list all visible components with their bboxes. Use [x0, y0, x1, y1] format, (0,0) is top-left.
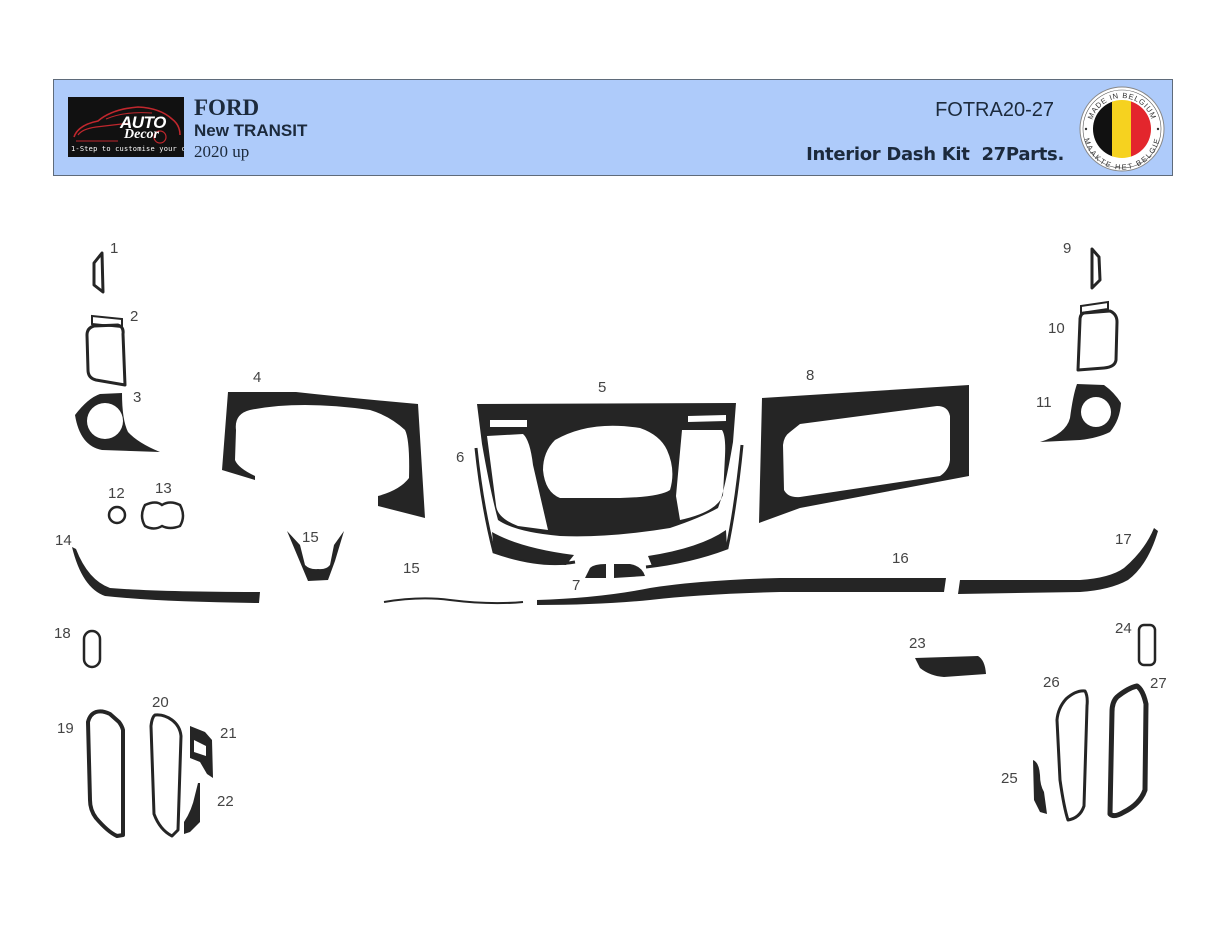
part-2-vent-surround — [85, 314, 127, 387]
part-19-door-panel-trim — [86, 709, 125, 838]
part-label-10: 10 — [1048, 320, 1065, 337]
part-label-13: 13 — [155, 480, 172, 497]
part-label-6: 6 — [456, 449, 464, 466]
part-label-7: 7 — [572, 577, 580, 594]
part-label-4: 4 — [253, 369, 261, 386]
part-label-9: 9 — [1063, 240, 1071, 257]
part-label-14: 14 — [55, 532, 72, 549]
part-22-door-handle-trim — [184, 783, 200, 834]
kit-description: Interior Dash Kit 27Parts. — [806, 144, 1064, 165]
part-21-window-switch-trim — [190, 726, 213, 778]
logo-decor-text: Decor — [124, 127, 159, 142]
part-13-switch-trim — [140, 501, 185, 530]
part-label-18: 18 — [54, 625, 71, 642]
part-label-3: 3 — [133, 389, 141, 406]
part-18-small-oval-trim — [82, 629, 102, 669]
part-1-vent-trim — [92, 251, 105, 294]
part-10-vent-surround — [1076, 300, 1119, 372]
part-label-12: 12 — [108, 485, 125, 502]
part-label-26: 26 — [1043, 674, 1060, 691]
vehicle-model: New TRANSIT — [194, 121, 308, 140]
part-label-22: 22 — [217, 793, 234, 810]
part-7-hazard-button-trim — [585, 564, 645, 578]
part-26-door-panel-trim — [1055, 689, 1089, 822]
part-15-thin-strip — [383, 597, 524, 605]
car-outline-icon — [73, 106, 181, 144]
part-label-16: 16 — [892, 550, 909, 567]
part-label-1: 1 — [110, 240, 118, 257]
part-label-15b: 15 — [403, 560, 420, 577]
part-label-21: 21 — [220, 725, 237, 742]
product-header: AUTO Decor 1-Step to customise your car … — [53, 79, 1173, 176]
part-27-door-panel-trim — [1107, 683, 1149, 819]
logo-tagline: 1-Step to customise your car — [71, 145, 184, 153]
part-8-right-dash-panel — [759, 385, 969, 523]
part-label-23: 23 — [909, 635, 926, 652]
part-5-center-console-panel — [477, 403, 736, 537]
part-12-ring-trim — [107, 505, 127, 525]
part-16-long-dash-strip — [537, 578, 946, 605]
part-15-steering-column-trim — [287, 531, 344, 581]
part-label-19: 19 — [57, 720, 74, 737]
vehicle-year: 2020 up — [194, 142, 250, 161]
part-20-door-panel-trim — [149, 713, 183, 838]
part-label-27: 27 — [1150, 675, 1167, 692]
made-in-belgium-badge-icon: MADE IN BELGIUM MAAKTE HET BELGIE — [1079, 86, 1165, 172]
part-label-8: 8 — [806, 367, 814, 384]
part-label-11: 11 — [1036, 394, 1052, 411]
part-14-lower-left-strip — [72, 547, 260, 603]
part-label-2: 2 — [130, 308, 138, 325]
part-9-vent-trim — [1090, 247, 1102, 290]
product-code: FOTRA20-27 — [935, 99, 1054, 121]
part-label-5: 5 — [598, 379, 606, 396]
part-4-cluster-surround — [222, 392, 425, 518]
auto-decor-logo: AUTO Decor 1-Step to customise your car — [68, 97, 184, 157]
part-6-console-side-strips — [474, 444, 744, 569]
part-17-right-curved-strip — [958, 528, 1158, 594]
part-23-glovebox-trim — [915, 656, 986, 677]
part-25-door-handle-trim — [1033, 760, 1047, 814]
part-3-round-vent-plate — [75, 393, 160, 452]
part-label-24: 24 — [1115, 620, 1132, 637]
part-label-25: 25 — [1001, 770, 1018, 787]
part-label-15a: 15 — [302, 529, 319, 546]
part-11-round-vent-plate — [1040, 384, 1121, 442]
logo-auto-text: AUTO — [120, 113, 166, 132]
part-label-17: 17 — [1115, 531, 1132, 548]
part-label-20: 20 — [152, 694, 169, 711]
vehicle-brand: FORD — [194, 95, 260, 120]
part-24-small-oval-trim — [1137, 623, 1157, 667]
